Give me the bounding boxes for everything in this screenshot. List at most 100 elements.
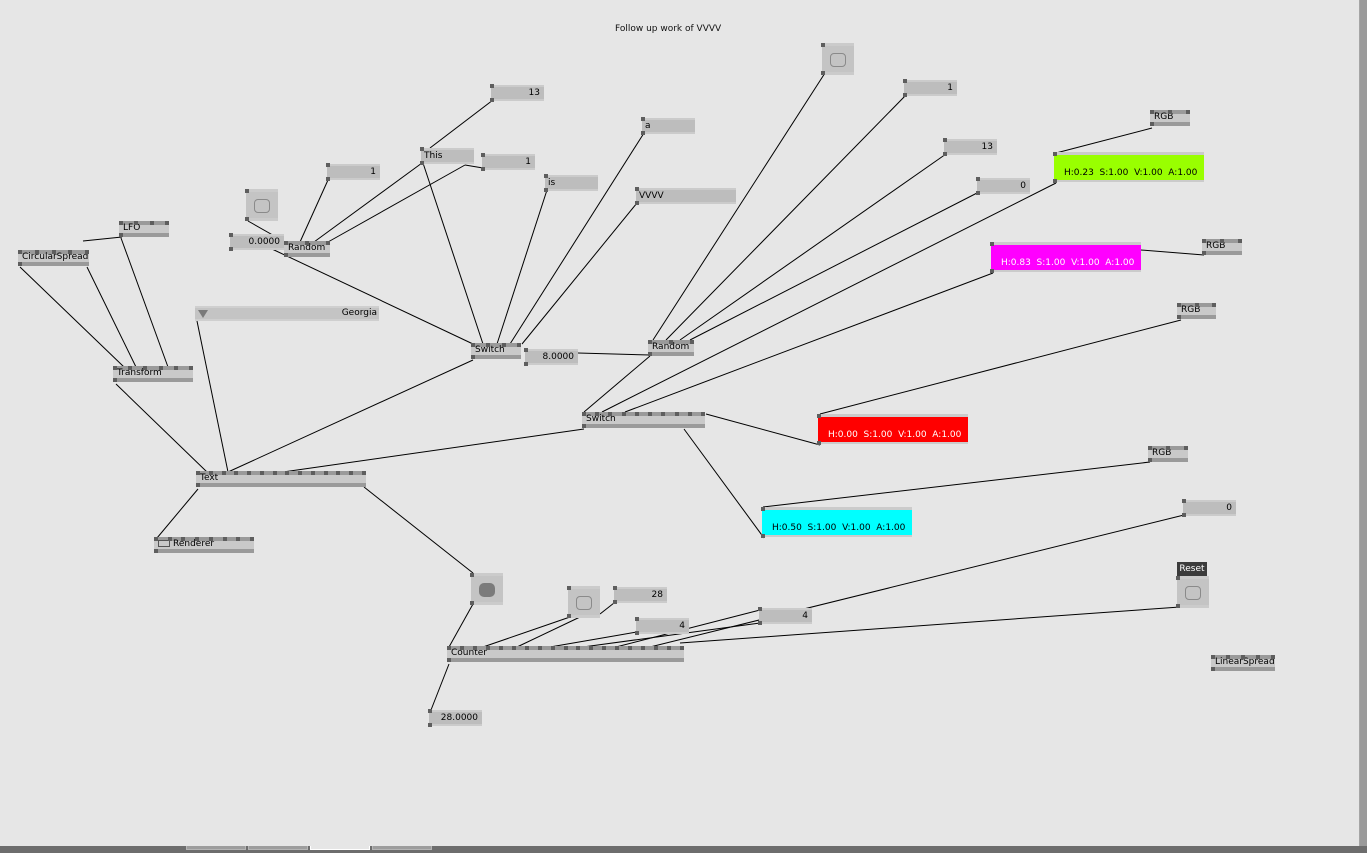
input-pin[interactable] <box>486 343 490 347</box>
output-pin[interactable] <box>428 723 432 727</box>
node-rgb[interactable]: RGB <box>1202 239 1242 255</box>
output-pin[interactable] <box>613 600 617 604</box>
string-this[interactable]: This <box>420 147 474 165</box>
iobox-counter-min[interactable]: 0 <box>1182 499 1236 517</box>
input-pin[interactable] <box>273 471 277 475</box>
input-pin[interactable] <box>1238 239 1242 243</box>
input-pin[interactable] <box>525 646 529 650</box>
input-pin[interactable] <box>284 241 288 245</box>
input-pin[interactable] <box>576 646 580 650</box>
input-pin[interactable] <box>68 250 72 254</box>
input-pin[interactable] <box>1166 446 1170 450</box>
input-pin[interactable] <box>1176 576 1180 580</box>
output-pin[interactable] <box>761 534 765 538</box>
input-pin[interactable] <box>943 138 947 142</box>
input-pin[interactable] <box>1053 152 1057 156</box>
input-pin[interactable] <box>154 537 158 541</box>
node-circular-spread[interactable]: CircularSpread <box>18 250 89 266</box>
input-pin[interactable] <box>305 241 309 245</box>
input-pin[interactable] <box>635 412 639 416</box>
output-pin[interactable] <box>567 614 571 618</box>
output-pin[interactable] <box>524 362 528 366</box>
input-pin[interactable] <box>362 471 366 475</box>
input-pin[interactable] <box>635 187 639 191</box>
output-pin[interactable] <box>447 658 451 662</box>
output-pin[interactable] <box>821 71 825 75</box>
input-pin[interactable] <box>481 153 485 157</box>
node-lfo[interactable]: LFO <box>119 221 169 237</box>
input-pin[interactable] <box>1184 446 1188 450</box>
input-pin[interactable] <box>688 412 692 416</box>
input-pin[interactable] <box>236 537 240 541</box>
input-pin[interactable] <box>758 607 762 611</box>
input-pin[interactable] <box>250 537 254 541</box>
output-pin[interactable] <box>1211 667 1215 671</box>
node-rgb[interactable]: RGB <box>1148 446 1188 462</box>
output-pin[interactable] <box>641 131 645 135</box>
input-pin[interactable] <box>589 646 593 650</box>
string-a[interactable]: a <box>641 117 695 135</box>
iobox-counter-inc[interactable]: 4 <box>635 617 689 635</box>
output-pin[interactable] <box>284 253 288 257</box>
input-pin[interactable] <box>551 646 555 650</box>
input-pin[interactable] <box>1226 655 1230 659</box>
input-pin[interactable] <box>817 414 821 418</box>
input-pin[interactable] <box>181 537 185 541</box>
node-counter[interactable]: Counter <box>447 646 684 662</box>
input-pin[interactable] <box>119 221 123 225</box>
node-switch-mid[interactable]: Switch <box>471 343 521 359</box>
iobox-counter-step[interactable]: 4 <box>758 607 812 625</box>
iobox-this-count[interactable]: 13 <box>490 84 544 102</box>
input-pin[interactable] <box>615 646 619 650</box>
output-pin[interactable] <box>903 93 907 97</box>
input-pin[interactable] <box>544 174 548 178</box>
scrollbar-thumb[interactable] <box>1360 0 1367 846</box>
input-pin[interactable] <box>473 646 477 650</box>
output-pin[interactable] <box>544 188 548 192</box>
output-pin[interactable] <box>817 441 821 445</box>
output-pin[interactable] <box>113 378 117 382</box>
input-pin[interactable] <box>661 412 665 416</box>
input-pin[interactable] <box>648 340 652 344</box>
input-pin[interactable] <box>174 366 178 370</box>
input-pin[interactable] <box>486 646 490 650</box>
string-is[interactable]: is <box>544 174 598 192</box>
input-pin[interactable] <box>502 343 506 347</box>
input-pin[interactable] <box>1150 110 1154 114</box>
input-pin[interactable] <box>349 471 353 475</box>
input-pin[interactable] <box>654 646 658 650</box>
input-pin[interactable] <box>447 646 451 650</box>
input-pin[interactable] <box>1220 239 1224 243</box>
input-pin[interactable] <box>1148 446 1152 450</box>
input-pin[interactable] <box>648 412 652 416</box>
input-pin[interactable] <box>690 340 694 344</box>
iobox-random-out[interactable]: 0.0000 <box>229 233 284 251</box>
output-pin[interactable] <box>490 98 494 102</box>
input-pin[interactable] <box>1241 655 1245 659</box>
input-pin[interactable] <box>113 366 117 370</box>
input-pin[interactable] <box>298 471 302 475</box>
input-pin[interactable] <box>582 412 586 416</box>
output-pin[interactable] <box>1150 122 1154 126</box>
node-random-left[interactable]: Random <box>284 241 330 257</box>
node-linear-spread[interactable]: LinearSpread <box>1211 655 1275 671</box>
input-pin[interactable] <box>326 163 330 167</box>
input-pin[interactable] <box>595 412 599 416</box>
node-random-right[interactable]: Random <box>648 340 694 356</box>
font-enum-dropdown[interactable]: Georgia <box>195 306 379 321</box>
input-pin[interactable] <box>667 646 671 650</box>
output-pin[interactable] <box>481 167 485 171</box>
input-pin[interactable] <box>675 412 679 416</box>
input-pin[interactable] <box>517 343 521 347</box>
input-pin[interactable] <box>150 221 154 225</box>
bang-button[interactable] <box>821 43 854 75</box>
iobox-rr-seed[interactable]: 0 <box>976 177 1030 195</box>
output-pin[interactable] <box>196 483 200 487</box>
input-pin[interactable] <box>52 250 56 254</box>
color-cyan[interactable]: H:0.50 S:1.00 V:1.00 A:1.00 <box>761 507 912 538</box>
output-pin[interactable] <box>990 269 994 273</box>
node-renderer[interactable]: Renderer <box>154 537 254 553</box>
input-pin[interactable] <box>1211 655 1215 659</box>
input-pin[interactable] <box>209 537 213 541</box>
patch-tab[interactable] <box>186 846 246 850</box>
